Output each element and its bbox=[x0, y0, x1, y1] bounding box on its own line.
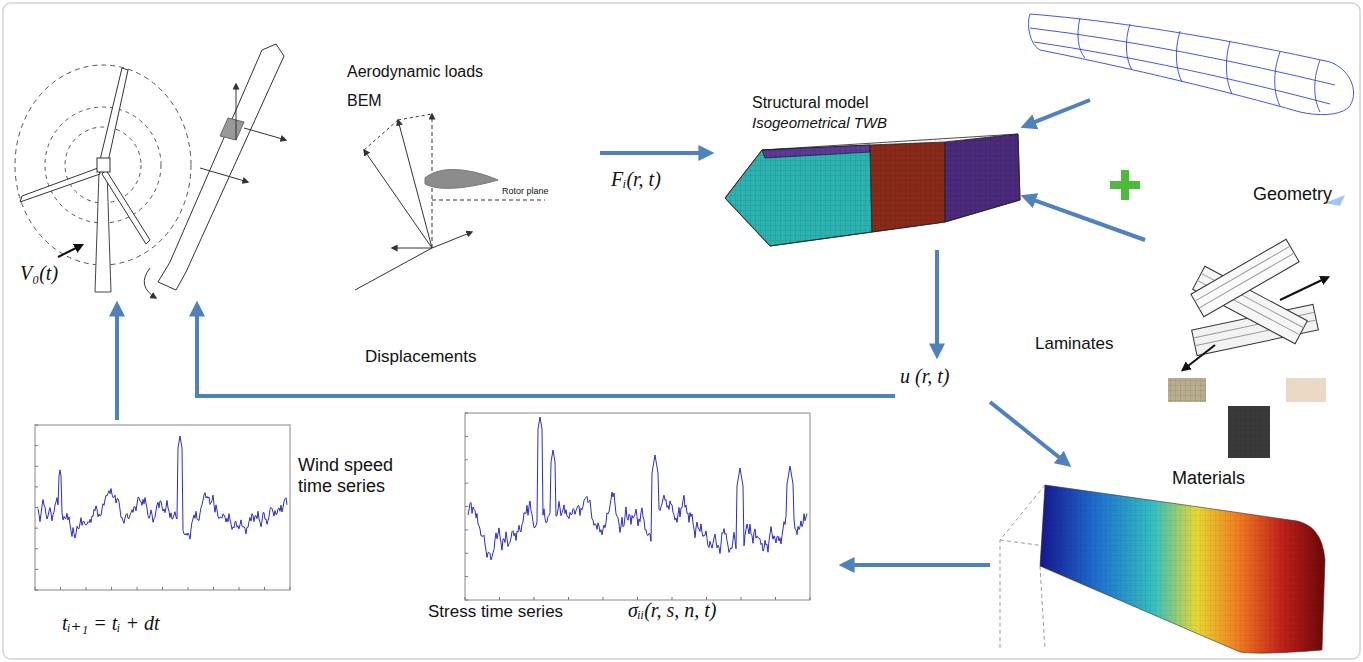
figure-label: Rotor plane bbox=[502, 186, 549, 196]
bem-velocity-triangle-part bbox=[364, 150, 432, 248]
bem-velocity-triangle-part bbox=[355, 248, 432, 290]
node-text: BEM bbox=[347, 92, 382, 110]
bem-velocity-triangle-part bbox=[432, 200, 545, 201]
node-text: tᵢ₊₁ = tᵢ + dt bbox=[62, 612, 160, 635]
node-text: Stress time series bbox=[428, 602, 563, 622]
material-swatches-part bbox=[1228, 406, 1270, 458]
wind-turbine-sketch-part bbox=[97, 158, 110, 172]
stress-chart-part bbox=[465, 413, 810, 600]
green-plus bbox=[1110, 170, 1140, 200]
geometry-wireframe-part bbox=[1034, 42, 1330, 104]
geometry-wireframe-part bbox=[1126, 24, 1132, 70]
wind-turbine-sketch-part bbox=[95, 172, 111, 292]
wind-speed-chart-part bbox=[35, 425, 290, 590]
geometry-wireframe-part bbox=[1176, 31, 1182, 82]
geometry-wireframe-part bbox=[1226, 41, 1232, 94]
node-text: Aerodynamic loads bbox=[347, 63, 483, 81]
node-text: u (r, t) bbox=[900, 365, 949, 388]
node-text: σᵢᵢ(r, s, n, t) bbox=[628, 599, 716, 622]
material-swatches-part bbox=[1168, 378, 1206, 402]
flow-arrow bbox=[115, 315, 119, 420]
wind-speed-chart bbox=[35, 425, 290, 590]
blade-element-sketch-part bbox=[236, 84, 237, 140]
wind-turbine-sketch-part bbox=[100, 68, 128, 162]
deformed-blade-part bbox=[1040, 485, 1325, 653]
laminate-plies-part bbox=[1191, 239, 1299, 317]
flow-arrow bbox=[197, 315, 895, 396]
node-text: Wind speed time series bbox=[298, 455, 420, 496]
blade-element-sketch-part bbox=[158, 44, 284, 290]
displacement-field: u (r, t) bbox=[895, 360, 980, 400]
node-text: Geometry bbox=[1253, 184, 1332, 205]
geometry-wireframe-part bbox=[1030, 14, 1330, 62]
material-swatches bbox=[1168, 378, 1326, 458]
stress-chart-part bbox=[465, 413, 810, 600]
wind-turbine-sketch bbox=[15, 65, 191, 292]
geometry-wireframe-part bbox=[1030, 28, 1335, 85]
blade-element-sketch-part bbox=[144, 268, 156, 298]
geometry-wireframe-part bbox=[1315, 60, 1320, 112]
flow-arrow bbox=[935, 250, 939, 345]
geometry-wireframe-part bbox=[1078, 18, 1085, 58]
laminate-plies-part-part bbox=[1191, 239, 1299, 317]
blade-element-sketch bbox=[144, 44, 286, 298]
structural-model-panel: Structural modelIsogeometrical TWB bbox=[715, 90, 1020, 250]
geometry-wireframe bbox=[1028, 14, 1353, 206]
structural-blade-model-part bbox=[725, 134, 1020, 246]
geometry-panel: Geometry bbox=[1090, 8, 1355, 210]
wind-turbine-sketch-part bbox=[102, 170, 150, 244]
materials-panel: LaminatesMaterials bbox=[1030, 240, 1340, 495]
blade-element-sketch-part bbox=[244, 128, 286, 140]
node-text: Structural model bbox=[752, 94, 869, 112]
geometry-wireframe-part bbox=[1028, 14, 1040, 50]
wind-turbine-sketch-part bbox=[20, 168, 100, 202]
bem-velocity-triangle-part bbox=[425, 170, 498, 189]
bem-velocity-triangle-part bbox=[392, 248, 432, 249]
bem-velocity-triangle bbox=[355, 114, 545, 290]
blade-element-sketch-part bbox=[220, 118, 244, 140]
flow-arrows-part bbox=[990, 402, 1060, 458]
laminate-plies-part bbox=[1188, 345, 1215, 366]
stress-chart-part bbox=[468, 417, 807, 560]
wind-turbine-sketch-part bbox=[58, 248, 76, 257]
wind-speed-chart-part bbox=[38, 436, 287, 539]
deformed-blade bbox=[1000, 485, 1325, 653]
geometry-wireframe-part bbox=[1275, 52, 1280, 106]
geometry-wireframe-part bbox=[1300, 62, 1354, 115]
stress-series-panel: Stress time series σᵢᵢ(r, s, n, t) bbox=[426, 410, 816, 632]
material-swatches-part bbox=[1286, 378, 1326, 402]
flow-arrow bbox=[1034, 100, 1090, 122]
bem-panel: Aerodynamic loadsBEM bbox=[340, 55, 600, 295]
wind-speed-chart-part bbox=[35, 425, 290, 590]
flow-arrows-part bbox=[853, 563, 990, 567]
wind-series-panel: Wind speed time series tᵢ₊₁ = tᵢ + dt bbox=[30, 420, 425, 648]
edge-label: Displacements bbox=[362, 347, 480, 367]
flow-arrows bbox=[853, 402, 1060, 565]
node-text: Isogeometrical TWB bbox=[752, 114, 887, 131]
blade-element-sketch-part bbox=[200, 168, 248, 182]
node-text: Laminates bbox=[1035, 334, 1113, 354]
bem-velocity-triangle-part bbox=[432, 232, 472, 248]
laminate-plies-part-part bbox=[1195, 246, 1294, 308]
node-text: V₀(t) bbox=[20, 262, 58, 285]
wind-turbine-panel: V₀(t) bbox=[15, 20, 295, 300]
node-text: Materials bbox=[1172, 468, 1245, 489]
laminate-plies bbox=[1188, 239, 1322, 366]
outer-frame bbox=[3, 3, 1360, 659]
material-swatches-part bbox=[1168, 378, 1206, 402]
structural-blade-model bbox=[725, 134, 1020, 246]
flow-arrow bbox=[600, 151, 700, 155]
edge-label: Fᵢ(r, t) bbox=[608, 168, 664, 191]
flow-arrow bbox=[1034, 200, 1145, 240]
bem-velocity-triangle-part bbox=[398, 114, 432, 120]
laminate-plies-part bbox=[1280, 280, 1322, 300]
stress-chart bbox=[465, 413, 810, 600]
bem-velocity-triangle-part bbox=[364, 120, 398, 150]
green-plus-part bbox=[1110, 181, 1140, 189]
deformed-blade-part bbox=[1040, 485, 1325, 653]
material-swatches-part bbox=[1228, 406, 1270, 458]
